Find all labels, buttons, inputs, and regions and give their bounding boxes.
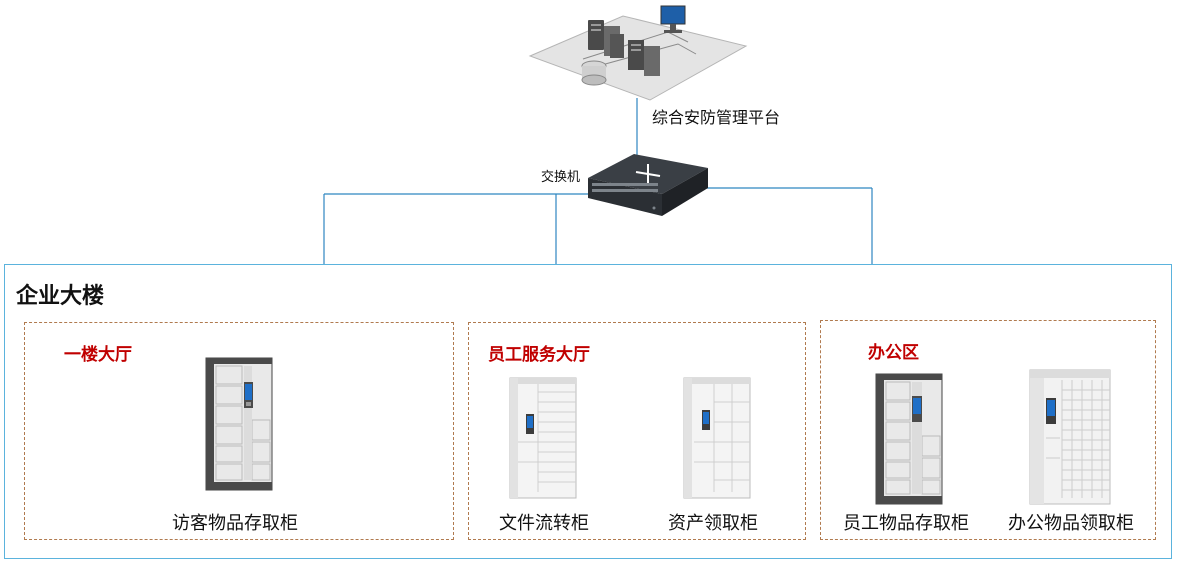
platform-label: 综合安防管理平台 [652, 108, 781, 127]
smart-locker-icon [509, 377, 577, 499]
building-title: 企业大楼 [16, 284, 105, 309]
smart-locker-icon [205, 357, 273, 491]
smart-locker-icon [683, 377, 751, 499]
server-cluster-icon [528, 5, 748, 101]
switch-label: 交换机 [541, 170, 581, 185]
network-switch-icon [588, 154, 708, 216]
cabinet-label: 文件流转柜 [499, 513, 589, 534]
zone-service-hall [468, 322, 806, 540]
zone-office [820, 320, 1156, 540]
smart-locker-icon [875, 373, 943, 505]
cabinet-label: 资产领取柜 [668, 513, 758, 534]
zone-service-hall-title: 员工服务大厅 [488, 345, 590, 365]
cabinet-label: 办公物品领取柜 [1008, 513, 1134, 534]
zone-office-title: 办公区 [868, 343, 919, 363]
enterprise-building-boundary [4, 264, 1172, 559]
cabinet-label: 员工物品存取柜 [843, 513, 969, 534]
zone-lobby-title: 一楼大厅 [64, 345, 132, 365]
zone-lobby [24, 322, 454, 540]
cabinet-label: 访客物品存取柜 [172, 513, 298, 534]
smart-locker-icon [1029, 369, 1111, 505]
